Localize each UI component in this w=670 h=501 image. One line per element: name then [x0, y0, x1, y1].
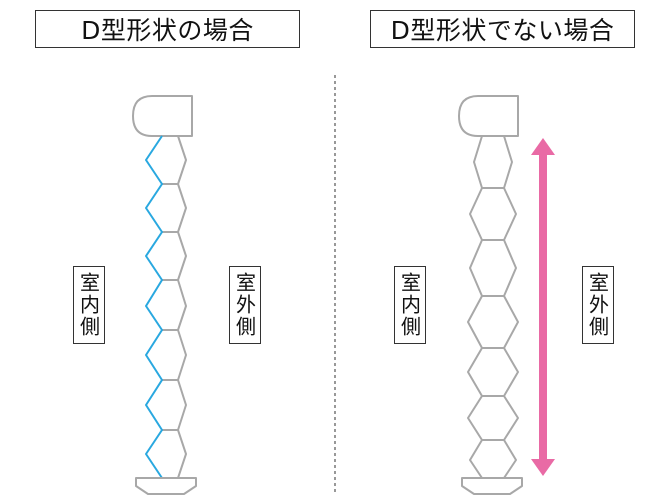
d-shape-head — [132, 95, 193, 137]
non-d-shape-head — [458, 95, 519, 137]
arrow-shaft — [539, 150, 547, 460]
title-d-shape: D型形状の場合 — [35, 10, 300, 48]
pressure-arrow — [531, 138, 555, 476]
arrow-head-down — [531, 459, 555, 476]
d-shape-gasket — [132, 95, 197, 495]
d-shape-highlight-edge — [145, 135, 163, 479]
label-outdoor-left: 室外側 — [229, 266, 261, 344]
label-indoor-right: 室内側 — [394, 266, 426, 344]
gasket-outer-edge — [177, 135, 187, 479]
label-indoor-left: 室内側 — [73, 266, 105, 344]
title-non-d-shape: D型形状でない場合 — [370, 10, 635, 48]
arrow-head-up — [531, 138, 555, 155]
d-shape-base — [135, 477, 197, 495]
gasket-inner-edge — [162, 183, 178, 431]
non-d-shape-gasket — [458, 95, 523, 495]
label-outdoor-right: 室外側 — [582, 266, 614, 344]
non-d-shape-base — [461, 477, 523, 495]
non-d-shape-body — [467, 135, 519, 479]
